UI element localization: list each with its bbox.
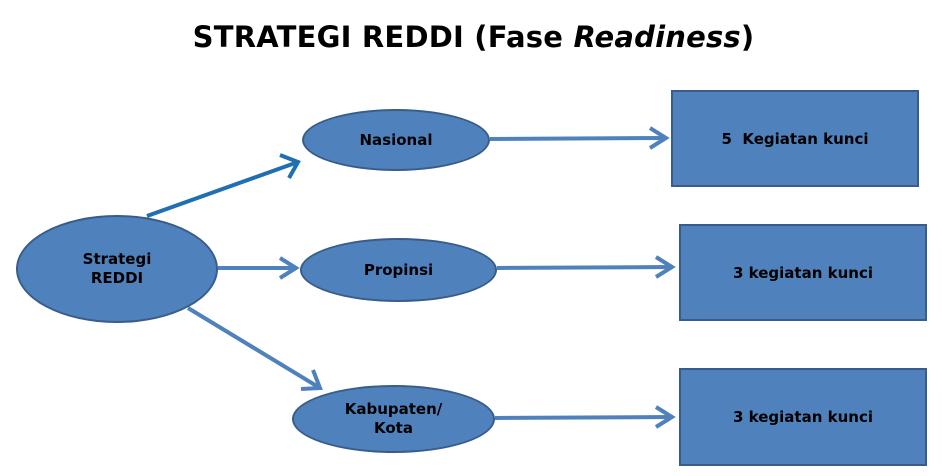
arrow-root-to-nasional	[146, 153, 301, 218]
node-kabupaten-line1: Kabupaten/	[344, 400, 443, 418]
box-kabupaten-kegiatan: 3 kegiatan kunci	[679, 368, 927, 466]
arrow-root-to-propinsi	[218, 256, 300, 280]
node-kabupaten-kota: Kabupaten/ Kota	[292, 385, 495, 453]
box-nasional-kegiatan: 5 Kegiatan kunci	[671, 90, 919, 187]
arrow-nasional-to-box	[489, 126, 670, 150]
arrow-propinsi-to-box	[496, 255, 676, 279]
title-italic: Readiness	[573, 20, 741, 54]
node-propinsi-label: Propinsi	[363, 260, 434, 279]
title-suffix: )	[740, 20, 755, 54]
box-propinsi-label: 3 kegiatan kunci	[733, 263, 873, 282]
node-nasional-label: Nasional	[359, 130, 433, 149]
box-nasional-label: 5 Kegiatan kunci	[721, 129, 869, 148]
diagram-title: STRATEGI REDDI (Fase Readiness)	[0, 20, 947, 54]
node-strategi-reddi: Strategi REDDI	[16, 215, 218, 323]
node-nasional: Nasional	[302, 109, 490, 171]
arrow-kabupaten-to-box	[494, 405, 676, 429]
title-prefix: STRATEGI REDDI (Fase	[192, 20, 574, 54]
box-kabupaten-label: 3 kegiatan kunci	[733, 408, 873, 426]
arrow-root-to-kabupaten	[186, 306, 323, 391]
node-strategi-line2: REDDI	[90, 269, 144, 287]
node-strategi-line1: Strategi	[82, 250, 152, 268]
box-propinsi-kegiatan: 3 kegiatan kunci	[679, 224, 927, 321]
node-propinsi: Propinsi	[300, 238, 497, 302]
node-kabupaten-line2: Kota	[374, 419, 413, 437]
